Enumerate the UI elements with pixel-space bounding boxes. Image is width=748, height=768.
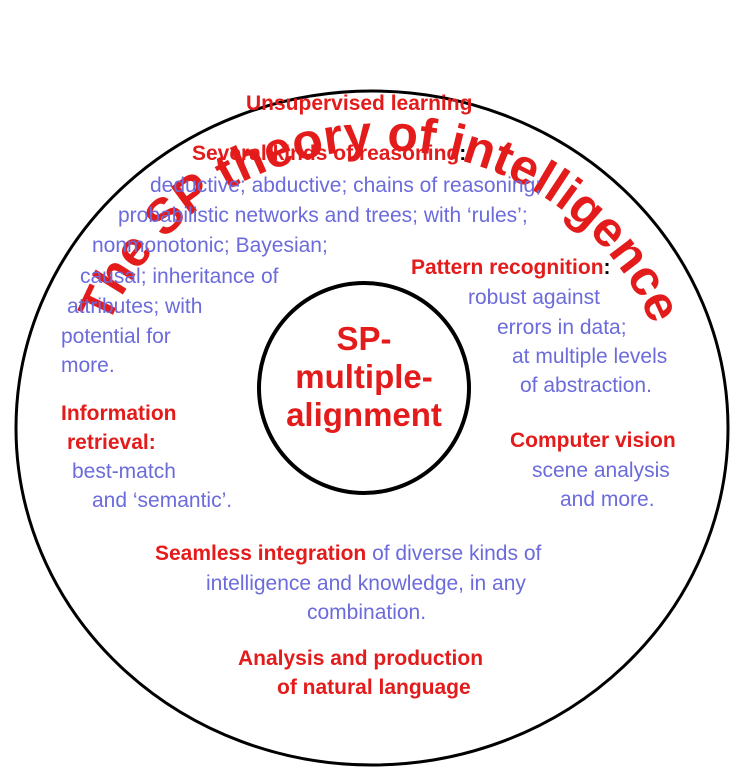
vision-line-1: scene analysis: [532, 459, 670, 482]
inner-circle: [257, 281, 471, 495]
reasoning-heading-text: Several kinds of reasoning: [192, 142, 460, 165]
integration-rest: of diverse kinds of: [366, 542, 542, 565]
reasoning-line-3: nonmonotonic; Bayesian;: [92, 234, 328, 257]
center-line-3: alignment: [286, 396, 442, 433]
integration-line-1: Seamless integration of diverse kinds of: [155, 542, 541, 566]
pattern-line-2: errors in data;: [497, 316, 627, 339]
retrieval-heading-line-1: Information: [61, 402, 177, 425]
pattern-recognition-heading: Pattern recognition:: [411, 256, 611, 280]
integration-line-2: intelligence and knowledge, in any: [206, 572, 526, 595]
integration-heading: Seamless integration: [155, 542, 367, 565]
reasoning-colon: :: [459, 142, 467, 165]
pattern-line-4: of abstraction.: [520, 374, 652, 397]
center-line-2: multiple-: [295, 358, 433, 395]
reasoning-line-6: potential for: [61, 325, 171, 348]
pattern-line-3: at multiple levels: [512, 345, 668, 368]
outer-circle: [14, 89, 730, 767]
reasoning-line-7: more.: [61, 354, 115, 377]
reasoning-line-5: attributes; with: [67, 295, 203, 318]
retrieval-line-2: and ‘semantic’.: [92, 489, 233, 512]
pattern-colon: :: [603, 256, 611, 279]
integration-line-3: combination.: [307, 601, 427, 624]
pattern-heading-text: Pattern recognition: [411, 256, 604, 279]
reasoning-line-1: deductive; abductive; chains of reasonin…: [150, 174, 542, 197]
unsupervised-learning-heading: Unsupervised learning: [246, 92, 473, 115]
language-line-1: Analysis and production: [238, 647, 484, 670]
central-concept: SP- multiple- alignment: [262, 320, 466, 434]
reasoning-line-4: causal; inheritance of: [80, 265, 279, 288]
language-line-2: of natural language: [277, 676, 471, 699]
vision-line-2: and more.: [560, 488, 655, 511]
reasoning-heading: Several kinds of reasoning:: [192, 142, 466, 166]
retrieval-heading-line-2: retrieval:: [67, 431, 156, 454]
computer-vision-heading: Computer vision: [510, 429, 676, 452]
retrieval-line-1: best-match: [72, 460, 176, 483]
reasoning-line-2: probabilistic networks and trees; with ‘…: [118, 204, 528, 227]
center-line-1: SP-: [336, 320, 392, 357]
pattern-line-1: robust against: [468, 286, 600, 309]
